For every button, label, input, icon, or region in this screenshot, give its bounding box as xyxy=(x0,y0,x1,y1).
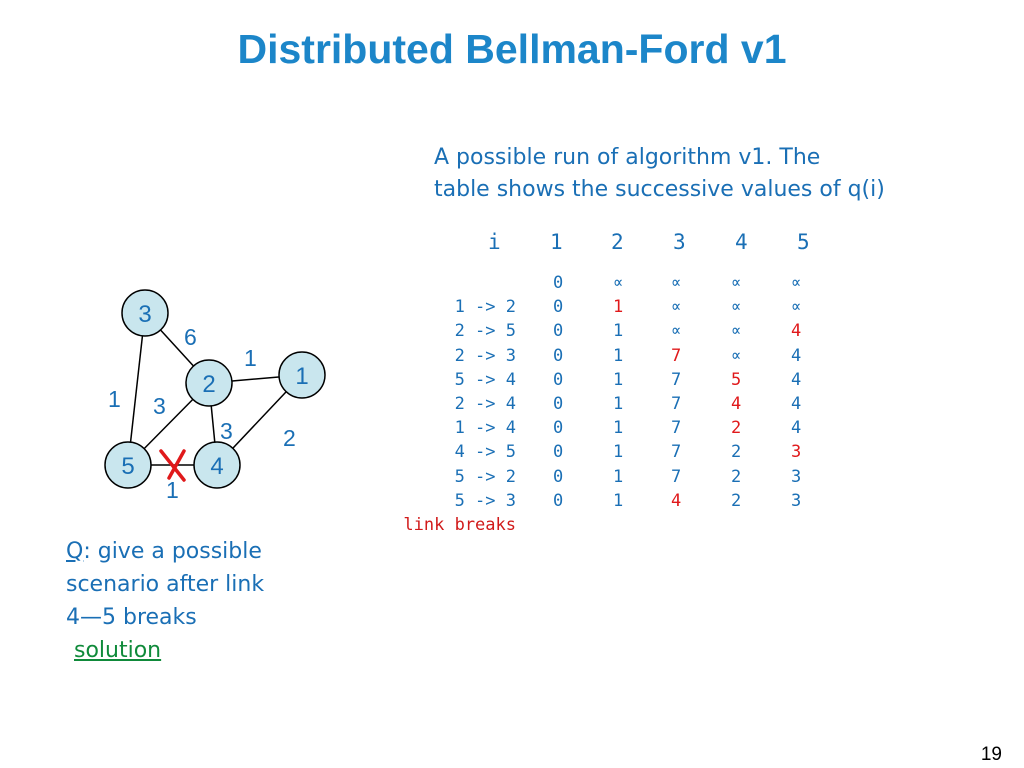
table-cell-q4: 2 xyxy=(731,466,742,487)
table-cell-q3: ∝ xyxy=(671,297,682,318)
table-cell-q4: 5 xyxy=(731,369,742,390)
table-cell-q4: ∝ xyxy=(731,321,742,342)
table-cell-q2: 1 xyxy=(613,297,624,318)
table-cell-q4: ∝ xyxy=(731,345,742,366)
slide-title: Distributed Bellman-Ford v1 xyxy=(237,26,787,72)
table-row-event: 2 -> 3 xyxy=(454,345,516,366)
header-col-5: 5 xyxy=(797,230,810,254)
table-cell-q3: 7 xyxy=(671,466,682,487)
table-cell-q4: 2 xyxy=(731,490,742,511)
table-cell-q1: 0 xyxy=(553,490,564,511)
header-col-2: 2 xyxy=(611,230,624,254)
weight-2-1: 1 xyxy=(244,345,257,371)
table-cell-q2: 1 xyxy=(613,369,624,390)
table-cell-q3: 7 xyxy=(671,418,682,439)
table-cell-q5: 4 xyxy=(791,369,802,390)
table-row-event: 1 -> 4 xyxy=(454,418,516,439)
table-cell-q2: ∝ xyxy=(613,273,624,293)
table-cell-q5: 4 xyxy=(791,321,802,342)
table-cell-q4: ∝ xyxy=(731,273,742,293)
table-cell-q5: ∝ xyxy=(791,297,802,318)
header-col-3: 3 xyxy=(673,230,686,254)
table-cell-q5: 3 xyxy=(791,466,802,487)
table-row-event: 4 -> 5 xyxy=(454,442,516,463)
table-cell-q1: 0 xyxy=(553,369,564,390)
table-cell-q2: 1 xyxy=(613,394,624,414)
table-cell-q2: 1 xyxy=(613,418,624,439)
table-cell-q1: 0 xyxy=(553,466,564,487)
node-4-label: 4 xyxy=(210,453,223,480)
node-3-label: 3 xyxy=(138,301,151,328)
table-cell-q2: 1 xyxy=(613,321,624,342)
table-row-event: 2 -> 4 xyxy=(454,394,516,414)
node-1-label: 1 xyxy=(295,363,308,390)
table-cell-q5: 4 xyxy=(791,418,802,439)
table-cell-q2: 1 xyxy=(613,490,624,511)
node-3-circle xyxy=(121,289,169,337)
weight-3-5: 1 xyxy=(108,386,121,412)
question-block: Q: give a possible scenario after link 4… xyxy=(66,535,386,667)
table-cell-q1: 0 xyxy=(553,345,564,366)
node-2-label: 2 xyxy=(202,371,215,398)
header-col-4: 4 xyxy=(735,230,748,254)
intro-line-2: table shows the successive values of q(i… xyxy=(434,177,885,202)
question-q-letter: Q xyxy=(66,539,84,564)
table-cell-q1: 0 xyxy=(553,418,564,439)
weight-3-2: 6 xyxy=(184,324,197,350)
table-cell-q4: 2 xyxy=(731,418,742,439)
link-breaks-note: link breaks xyxy=(403,515,516,535)
table-cell-q1: 0 xyxy=(553,442,564,463)
table-cell-q3: 7 xyxy=(671,394,682,414)
edge-3-5 xyxy=(127,312,146,466)
table-row-event: 5 -> 2 xyxy=(454,466,516,487)
node-1-circle xyxy=(278,351,326,399)
table-cell-q3: ∝ xyxy=(671,273,682,293)
table-cell-q5: 4 xyxy=(791,345,802,366)
node-5-label: 5 xyxy=(121,453,134,480)
table-row-event: 2 -> 5 xyxy=(454,321,516,342)
question-line-3: 4—5 breaks xyxy=(66,605,197,630)
question-line-2: scenario after link xyxy=(66,572,265,597)
table-cell-q3: 7 xyxy=(671,345,682,366)
question-line-1: : give a possible xyxy=(83,539,262,564)
weight-5-4: 1 xyxy=(166,477,179,503)
weight-1-4: 2 xyxy=(283,425,296,451)
table-row-event: 5 -> 3 xyxy=(454,490,516,511)
page-number: 19 xyxy=(980,744,1002,765)
table-cell-q3: 7 xyxy=(671,369,682,390)
node-4-circle xyxy=(193,441,241,489)
table-row-event: 5 -> 4 xyxy=(454,369,516,390)
intro-line-1: A possible run of algorithm v1. The xyxy=(434,145,821,170)
weight-2-4: 3 xyxy=(220,418,233,444)
table-cell-q5: 3 xyxy=(791,442,802,463)
solution-link[interactable]: solution xyxy=(74,638,162,663)
header-col-i: i xyxy=(488,230,501,254)
table-cell-q1: 0 xyxy=(553,394,564,414)
table-cell-q4: ∝ xyxy=(731,297,742,318)
table-cell-q3: ∝ xyxy=(671,321,682,342)
table-cell-q5: 4 xyxy=(791,394,802,414)
table-cell-q3: 4 xyxy=(671,490,682,511)
header-col-1: 1 xyxy=(550,230,563,254)
node-5-circle xyxy=(104,441,152,489)
table-cell-q2: 1 xyxy=(613,345,624,366)
table-cell-q1: 0 xyxy=(553,321,564,342)
table-cell-q4: 4 xyxy=(731,394,742,414)
table-cell-q5: 3 xyxy=(791,490,802,511)
broken-link-cross-icon xyxy=(159,449,186,482)
table-cell-q3: 7 xyxy=(671,442,682,463)
table-cell-q1: 0 xyxy=(553,273,564,293)
table-cell-q1: 0 xyxy=(553,297,564,318)
table-cell-q2: 1 xyxy=(613,442,624,463)
intro-text: A possible run of algorithm v1. The tabl… xyxy=(434,142,994,206)
node-2-circle xyxy=(185,359,233,407)
weight-2-5: 3 xyxy=(153,393,166,419)
table-row-event: 1 -> 2 xyxy=(454,297,516,318)
table-cell-q4: 2 xyxy=(731,442,742,463)
table-cell-q2: 1 xyxy=(613,466,624,487)
table-cell-q5: ∝ xyxy=(791,273,802,293)
